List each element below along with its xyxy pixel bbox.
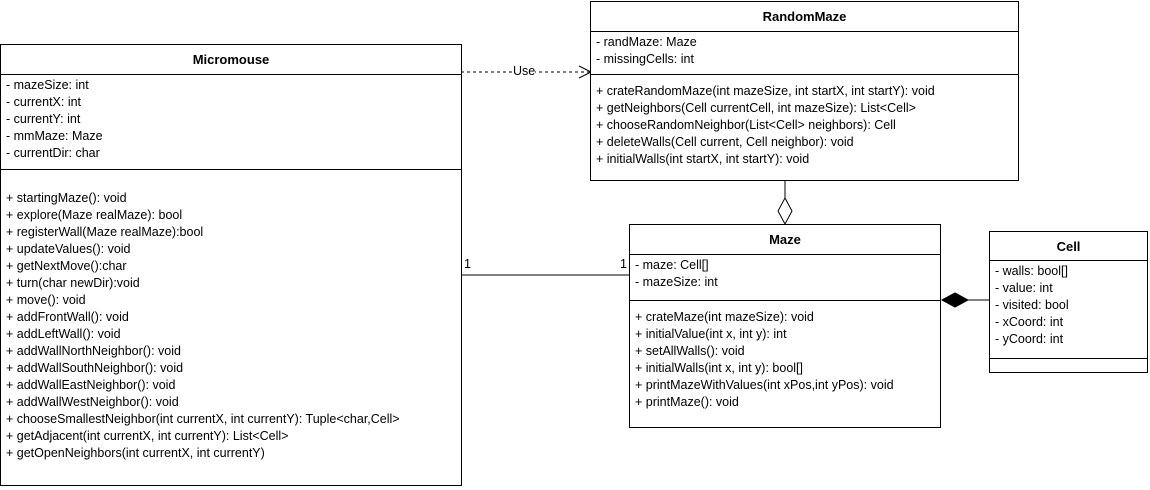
method: + addWallEastNeighbor(): void xyxy=(6,378,176,392)
use-label: Use xyxy=(513,64,536,78)
class-randommaze[interactable]: RandomMaze - randMaze: Maze - missingCell… xyxy=(590,1,1019,181)
method: + getNextMove():char xyxy=(6,259,127,273)
method: + addLeftWall(): void xyxy=(6,327,121,341)
method: + addWallNorthNeighbor(): void xyxy=(6,344,181,358)
class-attributes: - randMaze: Maze - missingCells: int xyxy=(591,32,1018,75)
aggregation-diamond xyxy=(777,196,793,226)
class-attributes: - mazeSize: int - currentX: int - currentY… xyxy=(1,75,461,170)
method: + initialWalls(int x, int y): bool[] xyxy=(635,361,803,375)
method: + turn(char newDir):void xyxy=(6,276,140,290)
method: + initialValue(int x, int y): int xyxy=(635,327,787,341)
method: + explore(Maze realMaze): bool xyxy=(6,208,183,222)
method: + addFrontWall(): void xyxy=(6,310,129,324)
class-methods: + startingMaze(): void + explore(Maze rea… xyxy=(1,170,461,462)
method: + move(): void xyxy=(6,293,86,307)
association-right-multiplicity: 1 xyxy=(620,257,627,271)
class-name: Micromouse xyxy=(1,45,461,75)
association-left-multiplicity: 1 xyxy=(464,257,471,271)
class-attributes: - walls: bool[] - value: int - visited: bo… xyxy=(990,261,1147,359)
method: + chooseSmallestNeighbor(int currentX, i… xyxy=(6,412,400,426)
attribute: - currentX: int xyxy=(6,95,82,109)
class-micromouse[interactable]: Micromouse - mazeSize: int - currentX: in… xyxy=(0,44,462,486)
method: + printMazeWithValues(int xPos,int yPos)… xyxy=(635,378,894,392)
attribute: - currentY: int xyxy=(6,112,81,126)
method: + getAdjacent(int currentX, int currentY… xyxy=(6,429,289,443)
attribute: - visited: bool xyxy=(995,298,1069,312)
attribute: - missingCells: int xyxy=(596,52,694,66)
composition-diamond xyxy=(940,292,970,308)
attribute: - randMaze: Maze xyxy=(596,35,697,49)
attribute: - mmMaze: Maze xyxy=(6,129,103,143)
method: + startingMaze(): void xyxy=(6,191,127,205)
method: + addWallWestNeighbor(): void xyxy=(6,395,179,409)
class-methods xyxy=(990,359,1147,371)
attribute: - maze: Cell[] xyxy=(635,258,709,272)
class-methods: + crateRandomMaze(int mazeSize, int star… xyxy=(591,75,1018,168)
attribute: - value: int xyxy=(995,281,1053,295)
class-name: RandomMaze xyxy=(591,2,1018,32)
method: + addWallSouthNeighbor(): void xyxy=(6,361,184,375)
method: + deleteWalls(Cell current, Cell neighbo… xyxy=(596,135,854,149)
method: + chooseRandomNeighbor(List<Cell> neighb… xyxy=(596,118,896,132)
method: + initialWalls(int startX, int startY): … xyxy=(596,152,810,166)
attribute: - currentDir: char xyxy=(6,146,100,160)
method: + setAllWalls(): void xyxy=(635,344,745,358)
method: + getNeighbors(Cell currentCell, int maz… xyxy=(596,101,916,115)
attribute: - mazeSize: int xyxy=(635,275,718,289)
class-name: Cell xyxy=(990,232,1147,261)
class-maze[interactable]: Maze - maze: Cell[] - mazeSize: int + cra… xyxy=(629,224,941,428)
class-attributes: - maze: Cell[] - mazeSize: int xyxy=(630,255,940,301)
method: + crateMaze(int mazeSize): void xyxy=(635,310,814,324)
method: + printMaze(): void xyxy=(635,395,739,409)
method: + updateValues(): void xyxy=(6,242,131,256)
method: + registerWall(Maze realMaze):bool xyxy=(6,225,204,239)
attribute: - mazeSize: int xyxy=(6,78,89,92)
method: + getOpenNeighbors(int currentX, int cur… xyxy=(6,446,265,460)
class-cell[interactable]: Cell - walls: bool[] - value: int - visite… xyxy=(989,231,1148,373)
attribute: - xCoord: int xyxy=(995,315,1064,329)
class-name: Maze xyxy=(630,225,940,255)
attribute: - yCoord: int xyxy=(995,332,1064,346)
method: + crateRandomMaze(int mazeSize, int star… xyxy=(596,84,935,98)
class-methods: + crateMaze(int mazeSize): void + initial… xyxy=(630,301,940,411)
attribute: - walls: bool[] xyxy=(995,264,1068,278)
